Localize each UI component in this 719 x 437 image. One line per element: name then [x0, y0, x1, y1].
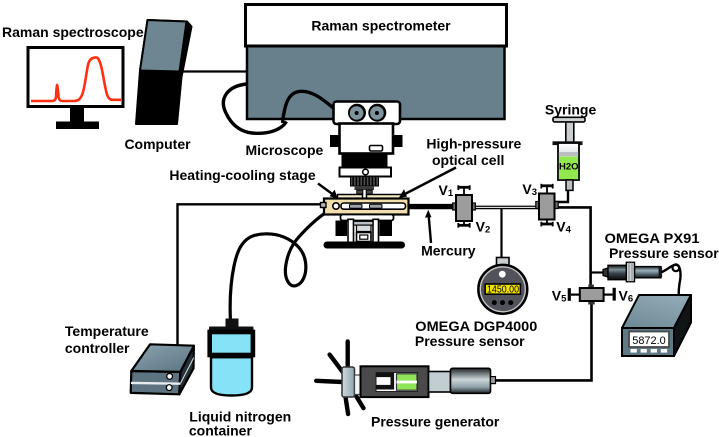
svg-text:Heating-cooling stage: Heating-cooling stage	[169, 167, 315, 183]
svg-text:Raman spectrometer: Raman spectrometer	[311, 18, 451, 34]
svg-text:Temperature: Temperature	[65, 323, 149, 339]
svg-text:OMEGA PX91: OMEGA PX91	[605, 230, 700, 246]
svg-text:Microscope: Microscope	[246, 142, 324, 158]
svg-text:OMEGA DGP4000: OMEGA DGP4000	[415, 318, 537, 334]
svg-text:5872.0: 5872.0	[632, 335, 666, 347]
svg-text:Raman spectroscope: Raman spectroscope	[2, 24, 144, 40]
svg-text:Liquid nitrogen: Liquid nitrogen	[189, 408, 291, 424]
svg-text:Pressure sensor: Pressure sensor	[609, 245, 719, 261]
svg-text:Computer: Computer	[124, 136, 191, 152]
svg-text:Pressure sensor: Pressure sensor	[415, 333, 525, 349]
svg-text:High-pressure: High-pressure	[426, 135, 521, 151]
svg-text:Pressure generator: Pressure generator	[371, 414, 500, 430]
svg-text:1450.00: 1450.00	[487, 284, 519, 296]
svg-text:H2O: H2O	[559, 162, 579, 173]
svg-text:container: container	[189, 423, 253, 437]
svg-text:controller: controller	[65, 340, 130, 356]
svg-text:Syringe: Syringe	[545, 102, 597, 118]
svg-text:Mercury: Mercury	[421, 243, 476, 259]
svg-text:optical cell: optical cell	[432, 152, 504, 168]
